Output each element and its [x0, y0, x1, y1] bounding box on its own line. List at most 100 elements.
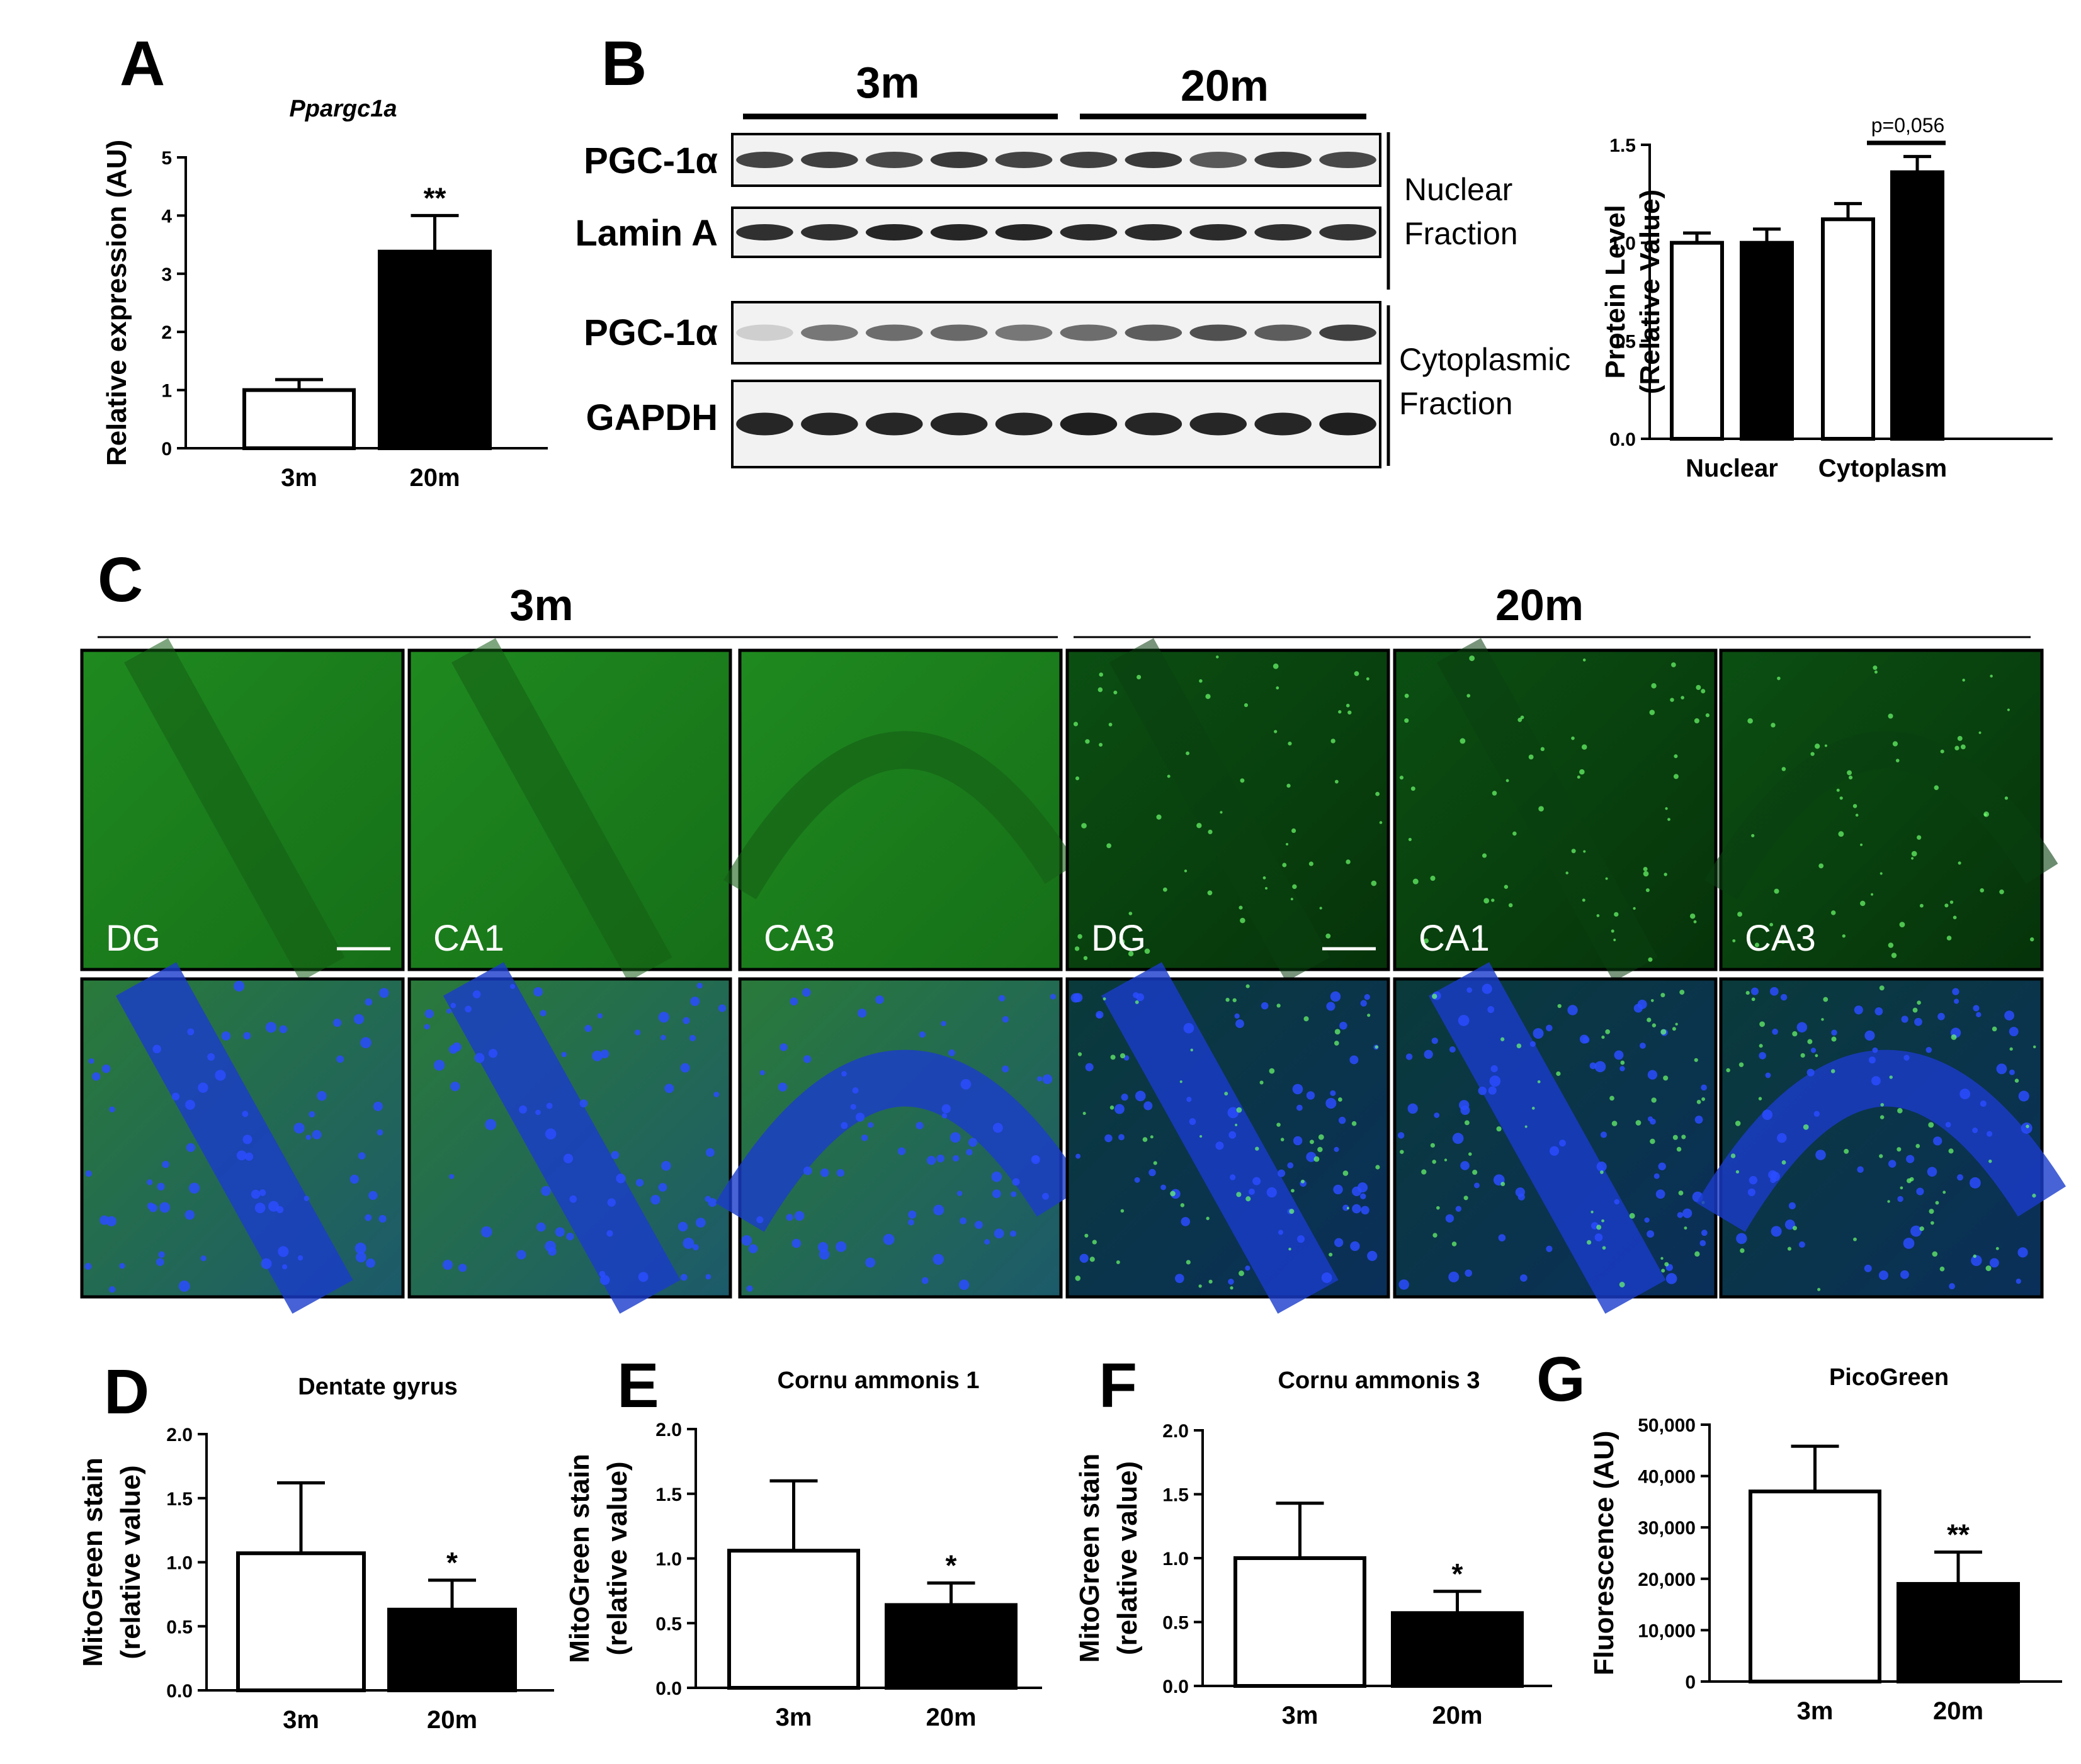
y-tick-label: 0.5: [1609, 331, 1636, 352]
x-tick-label: 3m: [776, 1704, 812, 1731]
y-tick-label: 1: [161, 381, 172, 402]
nucleus: [1266, 1187, 1277, 1198]
mito-punctum: [1280, 1138, 1284, 1141]
bar-Nuclear: [1670, 240, 1724, 441]
nucleus: [1189, 1118, 1196, 1125]
nucleus: [1330, 991, 1341, 1002]
blot-band: [865, 324, 923, 341]
nucleus: [236, 1150, 247, 1161]
nucleus: [1546, 1024, 1553, 1032]
mito-punctum: [1077, 1052, 1082, 1056]
nucleus: [2018, 1090, 2029, 1102]
nucleus: [519, 1105, 528, 1114]
mito-punctum: [2033, 1045, 2036, 1049]
mito-punctum: [1330, 738, 1335, 743]
panel-label-d: D: [104, 1357, 149, 1427]
nucleus: [188, 1182, 200, 1194]
nucleus: [535, 1109, 541, 1116]
nucleus: [448, 1044, 458, 1054]
mito-punctum: [1781, 1160, 1786, 1165]
nucleus: [992, 1122, 1003, 1133]
mito-punctum: [1404, 718, 1409, 723]
mito-punctum: [1337, 1097, 1342, 1102]
mito-punctum: [1836, 788, 1840, 792]
nucleus: [446, 1009, 452, 1014]
mito-punctum: [1128, 951, 1134, 957]
mito-punctum: [1282, 862, 1287, 868]
nucleus: [261, 1258, 272, 1269]
nucleus: [865, 1257, 876, 1268]
mito-punctum: [1701, 1097, 1706, 1101]
y-tick-label: 3: [161, 264, 172, 285]
mito-punctum: [1681, 696, 1684, 699]
mito-punctum: [1466, 694, 1471, 698]
mito-punctum: [1771, 723, 1776, 728]
y-tick-label: 1.0: [166, 1553, 193, 1574]
nucleus: [1012, 1178, 1020, 1186]
nucleus: [941, 1104, 951, 1114]
nucleus: [803, 1166, 812, 1175]
mito-punctum: [1113, 690, 1118, 695]
mito-punctum: [1650, 1138, 1655, 1145]
mito-punctum: [1230, 1286, 1233, 1290]
nucleus: [1342, 1204, 1349, 1211]
mito-punctum: [1220, 811, 1223, 814]
mito-punctum: [1684, 1226, 1687, 1230]
nucleus: [819, 1249, 830, 1260]
y-tick-label: 1.5: [655, 1484, 682, 1505]
nucleus: [1987, 1131, 1993, 1137]
nucleus: [791, 1238, 802, 1248]
bar-20m: [885, 1603, 1018, 1690]
nucleus: [546, 1102, 553, 1109]
nucleus: [536, 1222, 546, 1232]
nucleus: [861, 1134, 868, 1141]
mito-punctum: [1995, 1247, 1999, 1250]
nucleus: [162, 1160, 169, 1168]
nucleus: [1448, 1271, 1460, 1282]
nucleus: [689, 1034, 696, 1041]
mito-punctum: [2009, 1047, 2013, 1051]
nucleus: [883, 1233, 895, 1245]
nucleus: [1872, 1047, 1878, 1053]
nucleus: [1772, 1028, 1778, 1035]
blot-band: [1125, 224, 1182, 240]
mito-punctum: [1671, 662, 1676, 667]
nucleus: [1969, 1177, 1981, 1189]
mito-punctum: [1614, 912, 1619, 917]
mito-punctum: [1084, 1233, 1089, 1238]
mito-punctum: [1787, 1247, 1792, 1251]
nucleus: [794, 1211, 805, 1221]
nucleus: [690, 997, 700, 1007]
nucleus: [680, 1274, 688, 1281]
nucleus: [1434, 1112, 1440, 1118]
nucleus: [1104, 1134, 1113, 1143]
nucleus: [541, 1185, 551, 1196]
mito-punctum: [1601, 1219, 1604, 1223]
mito-punctum: [1678, 1190, 1684, 1196]
nucleus: [545, 1128, 557, 1140]
mito-punctum: [1919, 1226, 1924, 1231]
chart-title: PicoGreen: [1829, 1364, 1949, 1391]
nucleus: [200, 1255, 207, 1262]
x-tick-label: 20m: [1933, 1697, 1983, 1725]
mito-punctum: [1170, 1190, 1176, 1197]
mito-punctum: [1319, 907, 1322, 910]
nucleus: [1520, 1274, 1528, 1282]
nucleus: [1452, 1133, 1464, 1145]
bar-3m: [236, 1551, 366, 1692]
nucleus: [1073, 993, 1083, 1003]
nucleus: [1594, 1061, 1606, 1073]
mito-punctum: [1224, 1092, 1228, 1096]
mito-punctum: [1919, 903, 1924, 908]
nucleus: [706, 1148, 715, 1157]
mito-punctum: [1500, 1037, 1505, 1041]
mito-punctum: [1944, 903, 1949, 908]
mito-punctum: [2032, 1194, 2036, 1198]
nucleus: [1864, 1264, 1872, 1272]
mito-punctum: [1208, 829, 1213, 835]
mito-punctum: [1245, 1196, 1251, 1202]
nucleus: [952, 1155, 960, 1162]
nucleus: [1857, 1166, 1864, 1173]
mito-punctum: [1897, 1147, 1902, 1152]
